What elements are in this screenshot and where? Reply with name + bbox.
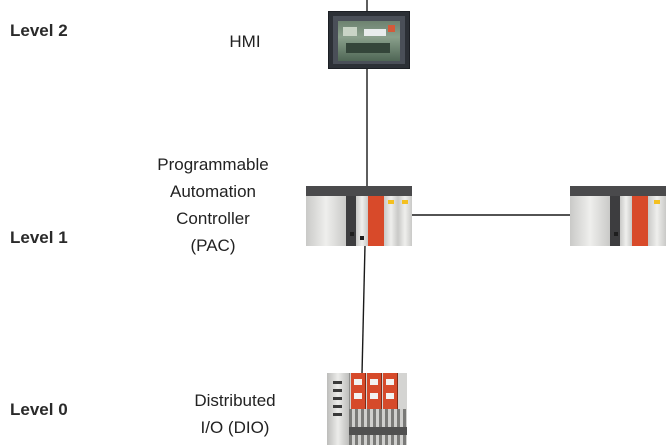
pac-label: Programmable Automation Controller (PAC) [128, 151, 298, 259]
dio-label: Distributed I/O (DIO) [165, 387, 305, 441]
dio-label-line-2: I/O (DIO) [200, 418, 270, 437]
dio-head [327, 373, 350, 445]
dio-label-line-1: Distributed [194, 391, 276, 410]
pac-label-line-1: Programmable [157, 155, 269, 174]
pac-label-line-2: Automation [170, 182, 256, 201]
remote-pac-rack-image [570, 186, 666, 246]
remote-pac-rack-top [570, 186, 666, 196]
dio-module-image [327, 373, 407, 445]
level-1-label: Level 1 [10, 228, 68, 247]
wire-pac-to-dio [361, 244, 366, 375]
pac-label-line-4: (PAC) [190, 236, 236, 255]
pac-label-line-3: Controller [176, 209, 250, 228]
pac-rack-top [306, 186, 412, 196]
hmi-label: HMI [200, 28, 290, 55]
level-2-label: Level 2 [10, 21, 68, 40]
hmi-screen [338, 21, 400, 61]
pac-rack-image [306, 186, 412, 246]
level-0-label: Level 0 [10, 400, 68, 419]
hmi-panel-image [328, 11, 410, 69]
hmi-label-line: HMI [229, 32, 261, 51]
